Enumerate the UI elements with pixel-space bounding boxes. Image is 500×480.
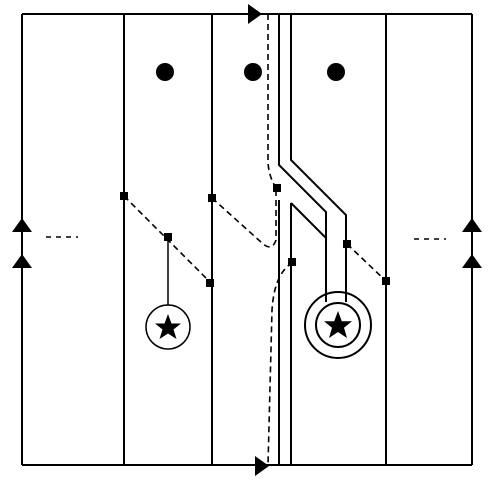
square-node-4 bbox=[206, 279, 214, 287]
doubled-strand-outer-right bbox=[290, 14, 347, 302]
top-arrow-icon bbox=[248, 4, 262, 24]
puncture-dot-3 bbox=[327, 63, 345, 81]
square-nodes bbox=[120, 184, 390, 287]
bottom-arrow-icon bbox=[255, 456, 269, 476]
dashed-arc-3 bbox=[346, 243, 387, 282]
punctures bbox=[156, 63, 345, 81]
square-node-8 bbox=[382, 277, 390, 285]
square-node-1 bbox=[120, 192, 128, 200]
square-node-3 bbox=[208, 194, 216, 202]
square-node-5 bbox=[273, 184, 281, 192]
puncture-dot-1 bbox=[156, 63, 174, 81]
left-arrow-lower-icon bbox=[12, 254, 32, 268]
arrows bbox=[12, 4, 482, 476]
loop-inner-a bbox=[290, 202, 327, 302]
puncture-dot-2 bbox=[244, 63, 262, 81]
vertical-strands bbox=[123, 14, 387, 465]
square-node-7 bbox=[343, 240, 351, 248]
square-node-6 bbox=[288, 258, 296, 266]
right-boundary bbox=[304, 291, 372, 359]
dashed-arc-upper bbox=[267, 14, 277, 189]
left-star-icon bbox=[155, 314, 181, 339]
left-arrow-upper-icon bbox=[12, 218, 32, 232]
doubled-strand-outer-left bbox=[278, 14, 327, 302]
right-arrow-lower-icon bbox=[462, 254, 482, 268]
right-arrow-upper-icon bbox=[462, 218, 482, 232]
right-star-loops bbox=[290, 202, 327, 302]
dashed-arc-2 bbox=[211, 188, 277, 248]
outer-frame bbox=[21, 13, 473, 466]
dashed-arc-lower bbox=[267, 261, 293, 466]
right-star-inner-circle bbox=[315, 302, 361, 348]
doubled-strand bbox=[278, 14, 347, 465]
left-star-circle bbox=[145, 304, 191, 350]
right-star-icon bbox=[324, 311, 352, 338]
left-boundary bbox=[145, 237, 191, 350]
right-star-outer-circle bbox=[304, 291, 372, 359]
square-node-2 bbox=[164, 233, 172, 241]
